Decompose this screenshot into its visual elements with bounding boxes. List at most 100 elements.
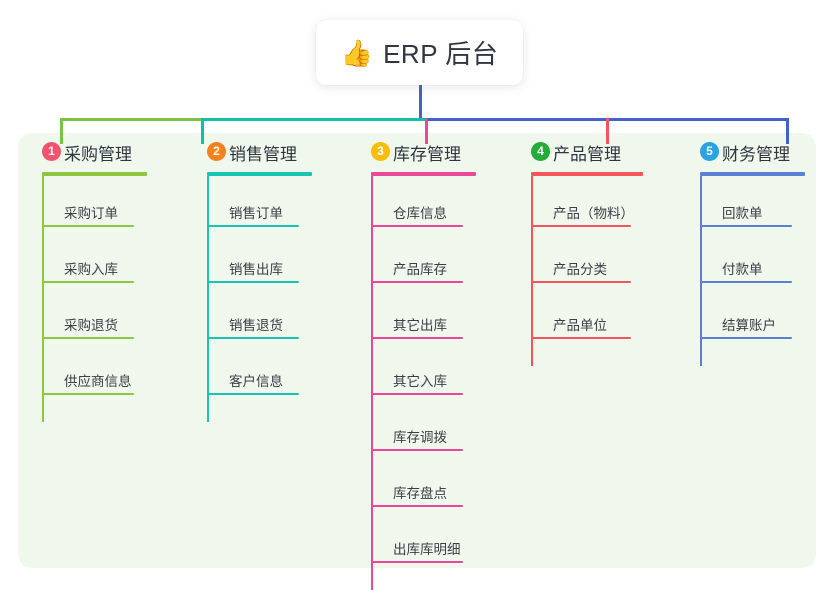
leaf-item[interactable]: 库存盘点 [371, 482, 463, 507]
leaf-item-label: 销售订单 [229, 206, 283, 221]
leaf-item-label: 出库库明细 [393, 542, 461, 557]
leaf-item[interactable]: 产品库存 [371, 258, 463, 283]
leaf-item[interactable]: 销售订单 [207, 202, 299, 227]
leaf-item-underline [371, 225, 463, 227]
leaf-item-label: 产品（物料） [553, 206, 634, 221]
category-title: 产品管理 [553, 144, 621, 164]
connector-drop-finance [786, 118, 789, 144]
leaf-item-underline [207, 225, 299, 227]
leaf-item-underline [207, 281, 299, 283]
connector-segment-green [60, 118, 201, 121]
leaf-item-underline [700, 337, 792, 339]
leaf-item-underline [371, 561, 463, 563]
leaf-item[interactable]: 库存调拨 [371, 426, 463, 451]
category-title: 财务管理 [722, 144, 790, 164]
leaf-item-underline [531, 281, 631, 283]
leaf-item-label: 产品单位 [553, 318, 607, 333]
leaf-item-underline [700, 225, 792, 227]
leaf-item[interactable]: 采购订单 [42, 202, 134, 227]
leaf-item[interactable]: 出库库明细 [371, 538, 463, 563]
leaf-item-label: 其它入库 [393, 374, 447, 389]
connector-drop-product [606, 118, 609, 144]
category-badge-1: 1 [42, 142, 61, 161]
connector-drop-purchase [60, 118, 63, 144]
leaf-item[interactable]: 采购退货 [42, 314, 134, 339]
category-title: 库存管理 [393, 144, 461, 164]
leaf-item-label: 付款单 [722, 262, 763, 277]
category-badge-2: 2 [207, 142, 226, 161]
leaf-item[interactable]: 供应商信息 [42, 370, 134, 395]
leaf-item[interactable]: 产品单位 [531, 314, 631, 339]
leaf-item-label: 销售退货 [229, 318, 283, 333]
thumbs-up-icon: 👍 [340, 37, 374, 68]
leaf-item[interactable]: 产品分类 [531, 258, 631, 283]
diagram-panel [18, 133, 816, 568]
leaf-item-label: 采购入库 [64, 262, 118, 277]
leaf-item-label: 结算账户 [722, 318, 776, 333]
leaf-item-underline [42, 281, 134, 283]
leaf-item-label: 产品分类 [553, 262, 607, 277]
leaf-item-label: 仓库信息 [393, 206, 447, 221]
category-underline [42, 172, 147, 176]
root-node-erp-backend[interactable]: 👍 ERP 后台 [316, 20, 523, 85]
category-rail [207, 176, 209, 422]
leaf-item-underline [371, 393, 463, 395]
category-rail [531, 176, 533, 366]
leaf-item[interactable]: 付款单 [700, 258, 792, 283]
category-underline [531, 172, 643, 176]
leaf-item-label: 产品库存 [393, 262, 447, 277]
category-badge-3: 3 [371, 142, 390, 161]
leaf-item-underline [42, 225, 134, 227]
leaf-item-underline [42, 393, 134, 395]
leaf-item-underline [700, 281, 792, 283]
leaf-item-underline [531, 225, 631, 227]
category-underline [371, 172, 476, 176]
leaf-item[interactable]: 回款单 [700, 202, 792, 227]
category-badge-5: 5 [700, 142, 719, 161]
leaf-item-underline [531, 337, 631, 339]
leaf-item[interactable]: 采购入库 [42, 258, 134, 283]
connector-segment-teal [201, 118, 425, 121]
leaf-item-underline [207, 393, 299, 395]
leaf-item-underline [371, 449, 463, 451]
leaf-item[interactable]: 结算账户 [700, 314, 792, 339]
leaf-item[interactable]: 销售退货 [207, 314, 299, 339]
root-node-title: ERP 后台 [383, 39, 499, 69]
category-rail [42, 176, 44, 422]
leaf-item-label: 库存盘点 [393, 486, 447, 501]
leaf-item[interactable]: 仓库信息 [371, 202, 463, 227]
leaf-item[interactable]: 其它出库 [371, 314, 463, 339]
leaf-item-label: 客户信息 [229, 374, 283, 389]
leaf-item-label: 供应商信息 [64, 374, 132, 389]
leaf-item-label: 采购退货 [64, 318, 118, 333]
leaf-item-label: 回款单 [722, 206, 763, 221]
connector-root-stem [419, 85, 422, 121]
connector-drop-sales [201, 118, 204, 144]
connector-drop-inventory [425, 118, 428, 144]
connector-segment-blue [425, 118, 786, 121]
leaf-item-label: 其它出库 [393, 318, 447, 333]
leaf-item[interactable]: 产品（物料） [531, 202, 634, 227]
leaf-item[interactable]: 销售出库 [207, 258, 299, 283]
leaf-item-label: 采购订单 [64, 206, 118, 221]
category-rail [371, 176, 373, 590]
leaf-item-label: 销售出库 [229, 262, 283, 277]
leaf-item-label: 库存调拨 [393, 430, 447, 445]
category-title: 销售管理 [229, 144, 297, 164]
leaf-item[interactable]: 其它入库 [371, 370, 463, 395]
leaf-item[interactable]: 客户信息 [207, 370, 299, 395]
category-underline [207, 172, 312, 176]
leaf-item-underline [371, 505, 463, 507]
category-badge-4: 4 [531, 142, 550, 161]
